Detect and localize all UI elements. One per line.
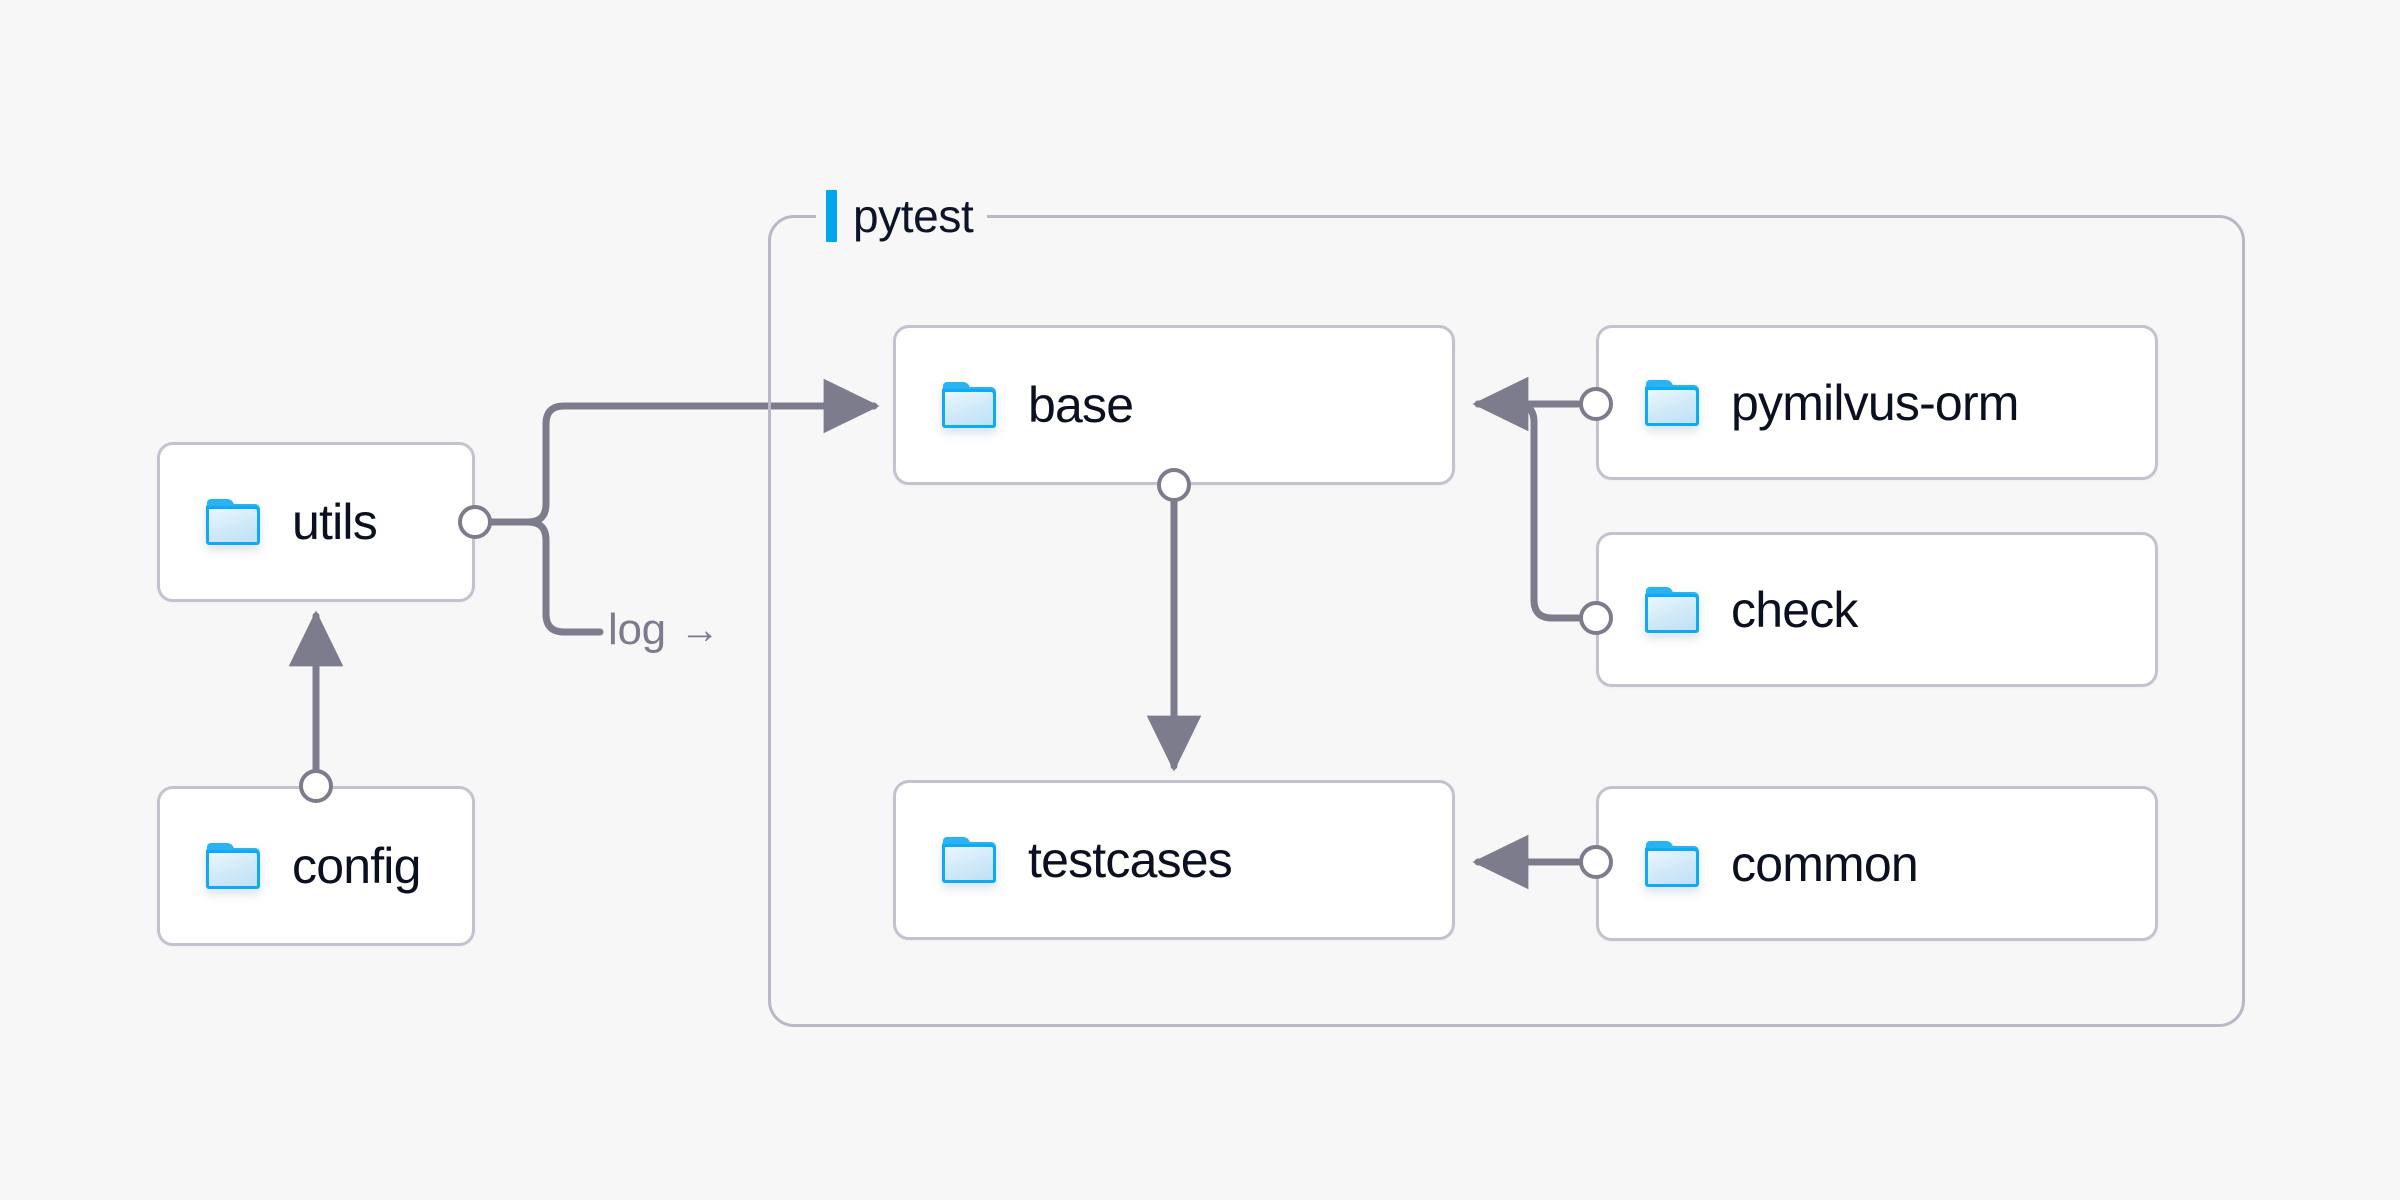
port-utils-right[interactable]	[458, 505, 492, 539]
accent-bar-icon	[826, 190, 837, 242]
folder-icon	[1645, 840, 1699, 887]
node-config-label: config	[292, 838, 421, 894]
port-check-left[interactable]	[1579, 601, 1613, 635]
node-testcases[interactable]: testcases	[893, 780, 1455, 940]
node-pymilvus-orm[interactable]: pymilvus-orm	[1596, 325, 2158, 480]
node-common-label: common	[1731, 835, 1919, 892]
port-config-top[interactable]	[299, 769, 333, 803]
arrow-right-icon: →	[679, 608, 720, 652]
folder-icon	[942, 837, 996, 883]
edge-label-log-text: log	[608, 605, 666, 654]
folder-icon	[942, 382, 996, 428]
port-common-left[interactable]	[1579, 845, 1613, 879]
folder-icon	[1645, 586, 1699, 633]
node-config[interactable]: config	[157, 786, 475, 946]
node-utils[interactable]: utils	[157, 442, 475, 602]
node-base[interactable]: base	[893, 325, 1455, 485]
folder-icon	[1645, 379, 1699, 426]
node-pymilvus-orm-label: pymilvus-orm	[1731, 374, 2019, 431]
port-base-bottom[interactable]	[1157, 468, 1191, 502]
edge-utils-to-log	[488, 518, 604, 636]
node-testcases-label: testcases	[1028, 832, 1233, 888]
node-common[interactable]: common	[1596, 786, 2158, 941]
node-check[interactable]: check	[1596, 532, 2158, 687]
node-base-label: base	[1028, 377, 1134, 433]
node-utils-label: utils	[292, 494, 378, 550]
edge-label-log: log →	[608, 608, 720, 652]
folder-icon	[206, 843, 260, 889]
group-pytest[interactable]	[768, 215, 2245, 1027]
group-pytest-label: pytest	[853, 190, 974, 242]
node-check-label: check	[1731, 581, 1858, 638]
group-pytest-label-wrap: pytest	[816, 185, 988, 247]
port-pymilvus-orm-left[interactable]	[1579, 387, 1613, 421]
folder-icon	[206, 499, 260, 545]
